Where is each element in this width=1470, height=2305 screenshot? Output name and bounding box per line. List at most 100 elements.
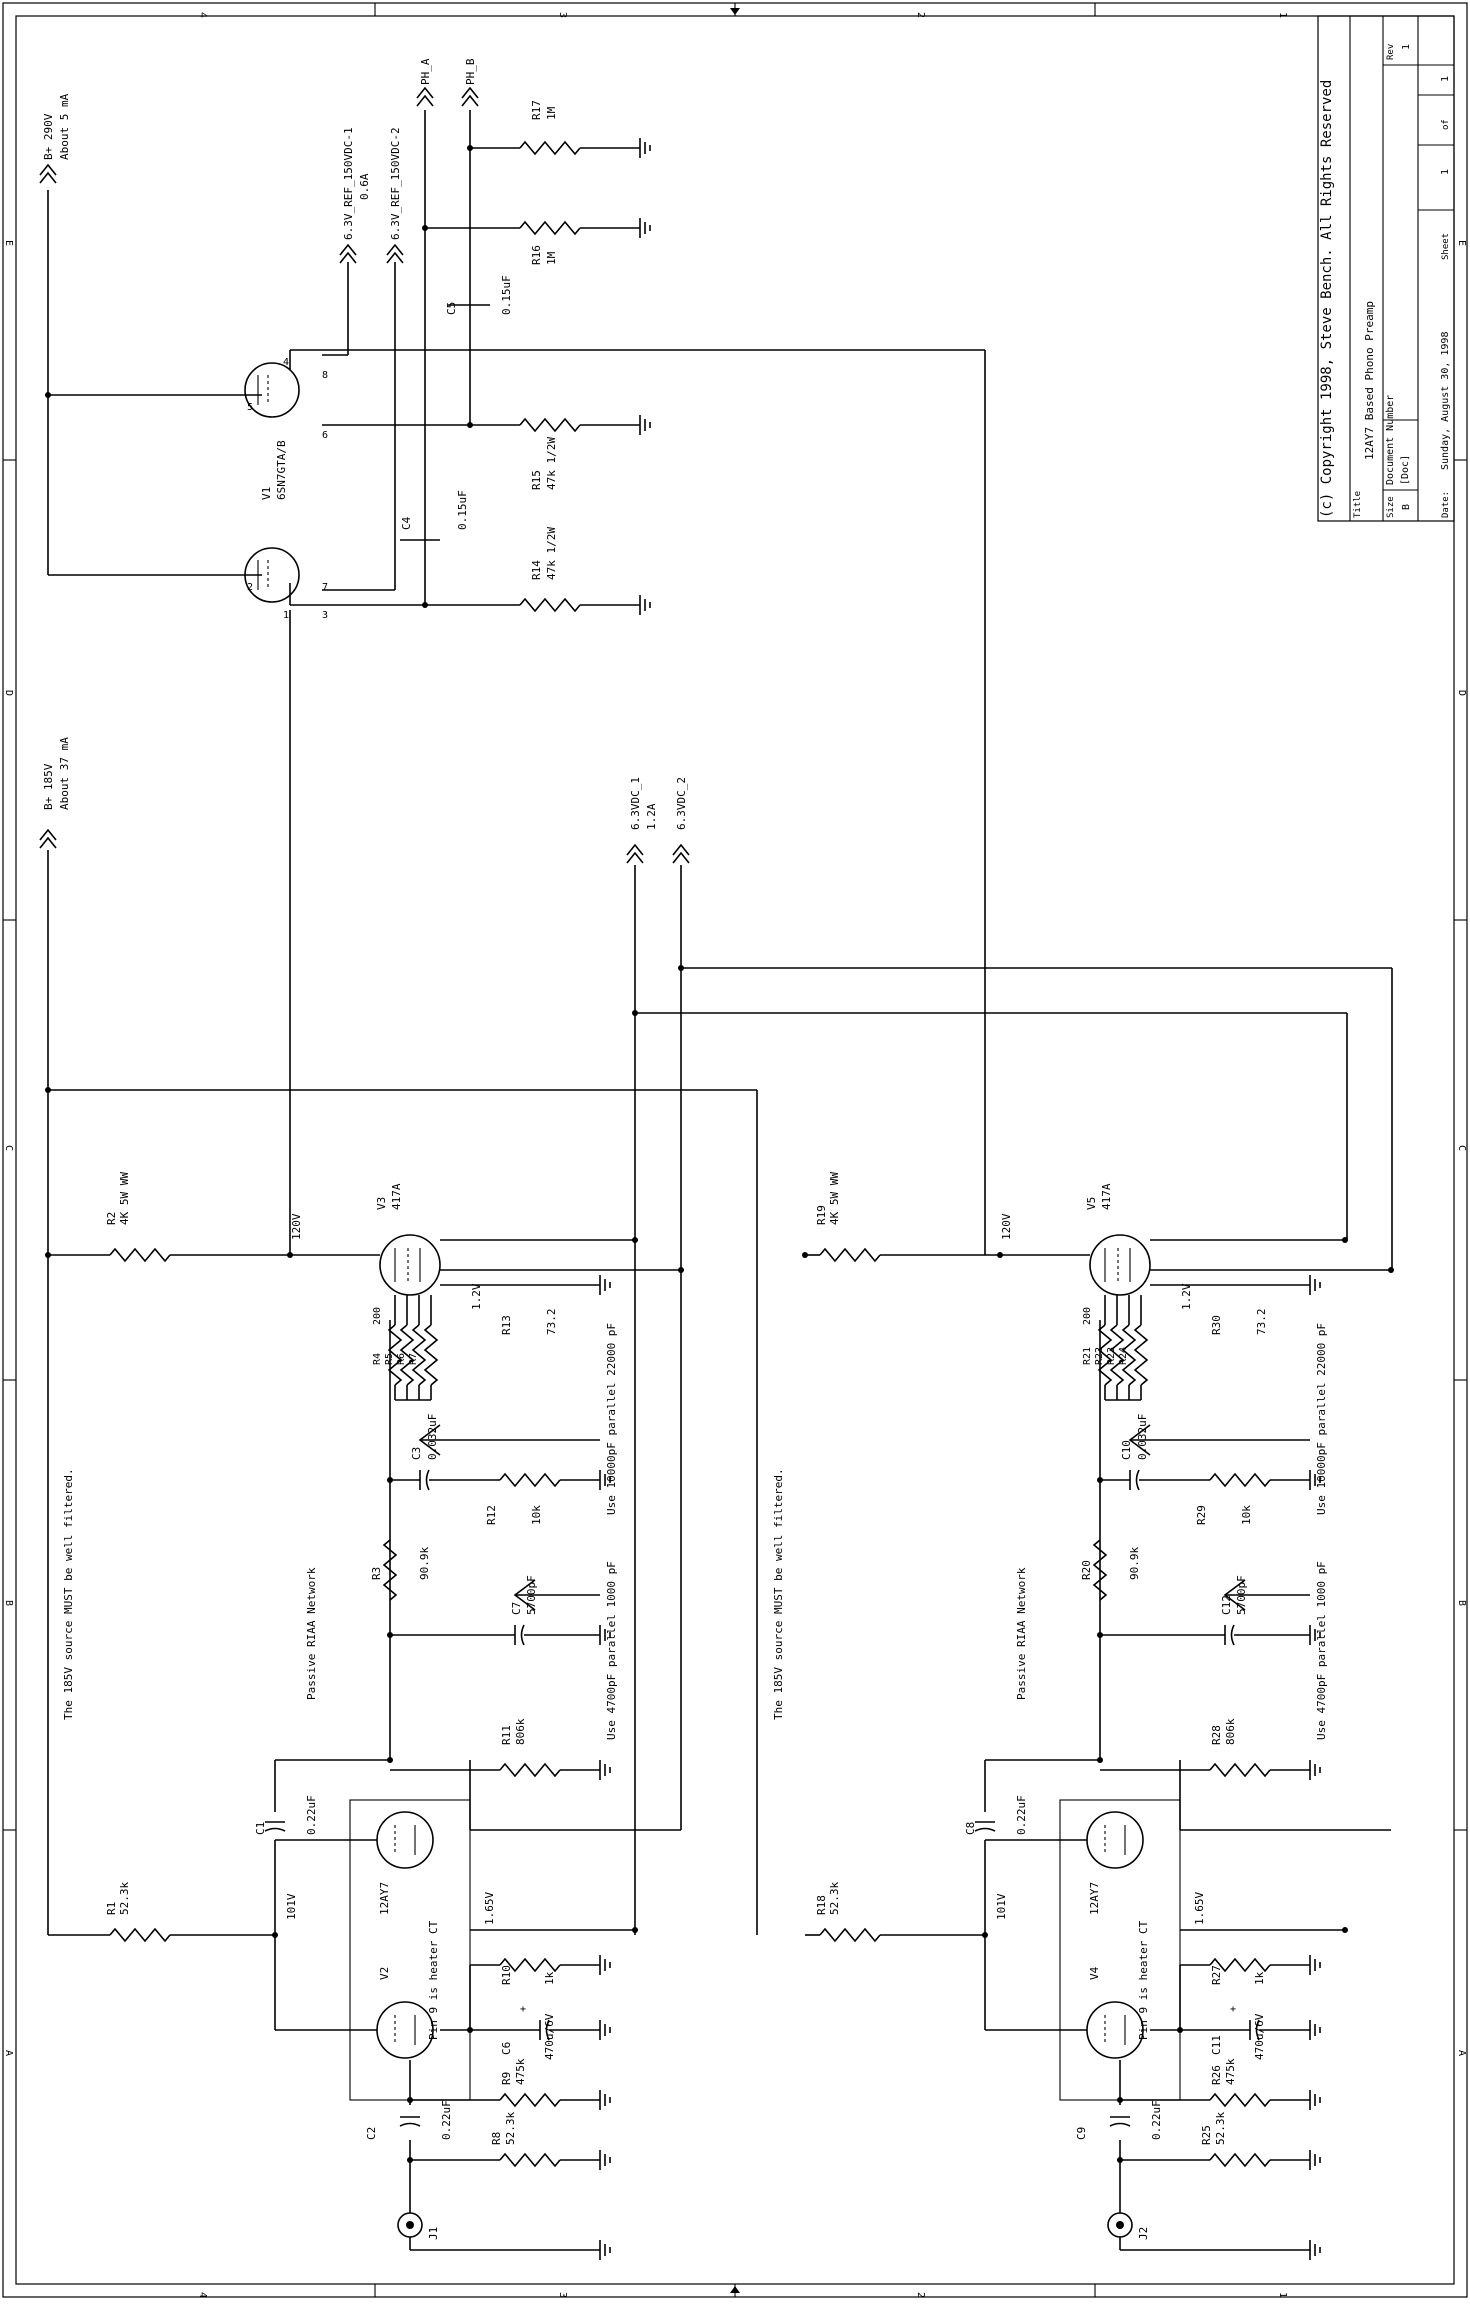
r16-ref: R16 (530, 245, 543, 265)
capacitor-icon (419, 1469, 430, 1491)
cathode-r-b: R22 (1094, 1347, 1105, 1365)
title-label: Title (1353, 491, 1363, 518)
row-mark-c-r: C (1456, 1145, 1467, 1151)
variable-arrow-icon (1128, 1424, 1310, 1456)
col-mark-2: 2 (915, 12, 926, 18)
cathode-r-value: 200 (1082, 1307, 1093, 1325)
riaa-cap1-ref: C10 (1120, 1440, 1133, 1460)
col-mark-3b: 3 (557, 2292, 568, 2298)
plate-resistor-ref: R18 (815, 1895, 828, 1915)
docnum-label: Document Number (1385, 395, 1396, 485)
bplus290-label: B+ 290V (42, 113, 55, 160)
r16-value: 1M (545, 251, 558, 265)
resistor-icon (499, 1957, 561, 1973)
ground-icon (599, 1760, 611, 1780)
input-tube-part: 12AY7 (1088, 1882, 1101, 1915)
variable-arrow-icon (418, 1424, 600, 1456)
plate-resistor-value: 52.3k (118, 1882, 131, 1915)
rev-value: 1 (1401, 44, 1412, 50)
cathode-r-c: R6 (396, 1353, 407, 1365)
ph-b-label: PH_B (464, 58, 477, 85)
bplus290-current: About 5 mA (58, 93, 71, 160)
ground-icon (1309, 2090, 1321, 2110)
row-mark-a: A (3, 2050, 14, 2056)
jack-ref: J2 (1137, 2227, 1150, 2240)
cathode-r-value: 200 (372, 1307, 383, 1325)
k-voltage: 1.2V (1180, 1283, 1193, 1310)
k-resistor-ref: R13 (500, 1315, 513, 1335)
resistor-icon (1209, 1957, 1271, 1973)
riaa-cap1-note: Use 10000pF parallel 22000 pF (1315, 1323, 1328, 1515)
dropping-resistor-ref: R2 (105, 1212, 118, 1225)
c5-ref: C5 (445, 302, 458, 315)
grid-resistor-ref: R9 (500, 2072, 513, 2085)
heater-note: Pin 9 is heater CT (427, 1920, 440, 2040)
plate-resistor-value: 52.3k (828, 1882, 841, 1915)
sheet-number: 1 (1440, 169, 1451, 175)
resistor-icon (423, 1324, 439, 1386)
bplus185-current: About 37 mA (58, 737, 71, 810)
pentode-triode-icon (379, 1234, 441, 1296)
input-cap-value: 0.22uF (1150, 2100, 1163, 2140)
power-connectors (39, 86, 690, 864)
v1-pin-2: 2 (247, 582, 253, 593)
capacitor-icon (1109, 2116, 1131, 2127)
row-mark-d: D (3, 690, 14, 696)
triode-icon (376, 2001, 434, 2059)
c4-value: 0.15uF (456, 490, 469, 530)
riaa-cap1-ref: C3 (410, 1447, 423, 1460)
regulator-tube-v1 (244, 362, 300, 603)
power-labels: B+ 290V About 5 mA 6.3V_REF_150VDC-1 0.6… (42, 58, 688, 830)
v1-part: 6SN7GTA/B (275, 440, 288, 500)
load-resistor-value: 806k (1224, 1718, 1237, 1745)
resistor-icon (499, 2092, 561, 2108)
resistor-icon (411, 1324, 427, 1386)
resistor-icon (819, 1927, 881, 1943)
title-text: 12AY7 Based Phono Preamp (1363, 301, 1376, 460)
riaa-cap1-value: 0.032uF (426, 1414, 439, 1460)
input-resistor-ref: R25 (1200, 2125, 1213, 2145)
input-resistor-value: 52.3k (504, 2112, 517, 2145)
bplus185-label: B+ 185V (42, 763, 55, 810)
input-resistor-value: 52.3k (1214, 2112, 1227, 2145)
input-tube-ref: V4 (1088, 1966, 1101, 1980)
k-resistor-value: 73.2 (1255, 1309, 1268, 1336)
coupling-cap-ref: C1 (254, 1822, 267, 1835)
v1-pin-5: 5 (247, 402, 253, 413)
k-resistor-ref: R30 (1210, 1315, 1223, 1335)
r14-value: 47k 1/2W (545, 527, 558, 580)
col-mark-3: 3 (557, 12, 568, 18)
ph-a-label: PH_A (419, 58, 432, 85)
resistor-icon (382, 1539, 398, 1601)
offpage-arrow-icon (339, 243, 357, 264)
date-label: Date: (1441, 491, 1451, 518)
r14-ref: R14 (530, 560, 543, 580)
resistor-icon (1209, 1472, 1271, 1488)
offpage-arrow-icon (461, 86, 479, 107)
offpage-arrow-icon (416, 86, 434, 107)
r17-value: 1M (545, 106, 558, 120)
bypass-cap-ref: C6 (500, 2042, 513, 2055)
heater-note: Pin 9 is heater CT (1137, 1920, 1150, 2040)
c5-value: 0.15uF (500, 275, 513, 315)
resistor-icon (1097, 1324, 1113, 1386)
offpage-arrow-icon (39, 163, 57, 184)
ground-icon (1309, 1275, 1321, 1295)
resistor-icon (387, 1324, 403, 1386)
cathode-r-a: R4 (372, 1353, 383, 1365)
bypass-cap-value: 470u/6V (1253, 2013, 1266, 2060)
ground-icon (639, 415, 651, 435)
riaa-res1-ref: R29 (1195, 1505, 1208, 1525)
v1-pin-8: 8 (322, 370, 328, 381)
cathode-r-d: R24 (1118, 1347, 1129, 1365)
triode-icon (1086, 1811, 1144, 1869)
riaa-network-label: Passive RIAA Network (305, 1567, 318, 1700)
cathode-resistor-ref: R10 (500, 1965, 513, 1985)
cathode-resistor-ref: R27 (1210, 1965, 1223, 1985)
input-tube-part: 12AY7 (378, 1882, 391, 1915)
input-cap-ref: C9 (1075, 2127, 1088, 2140)
cathode-r-a: R21 (1082, 1347, 1093, 1365)
row-mark-a-r: A (1456, 2050, 1467, 2056)
